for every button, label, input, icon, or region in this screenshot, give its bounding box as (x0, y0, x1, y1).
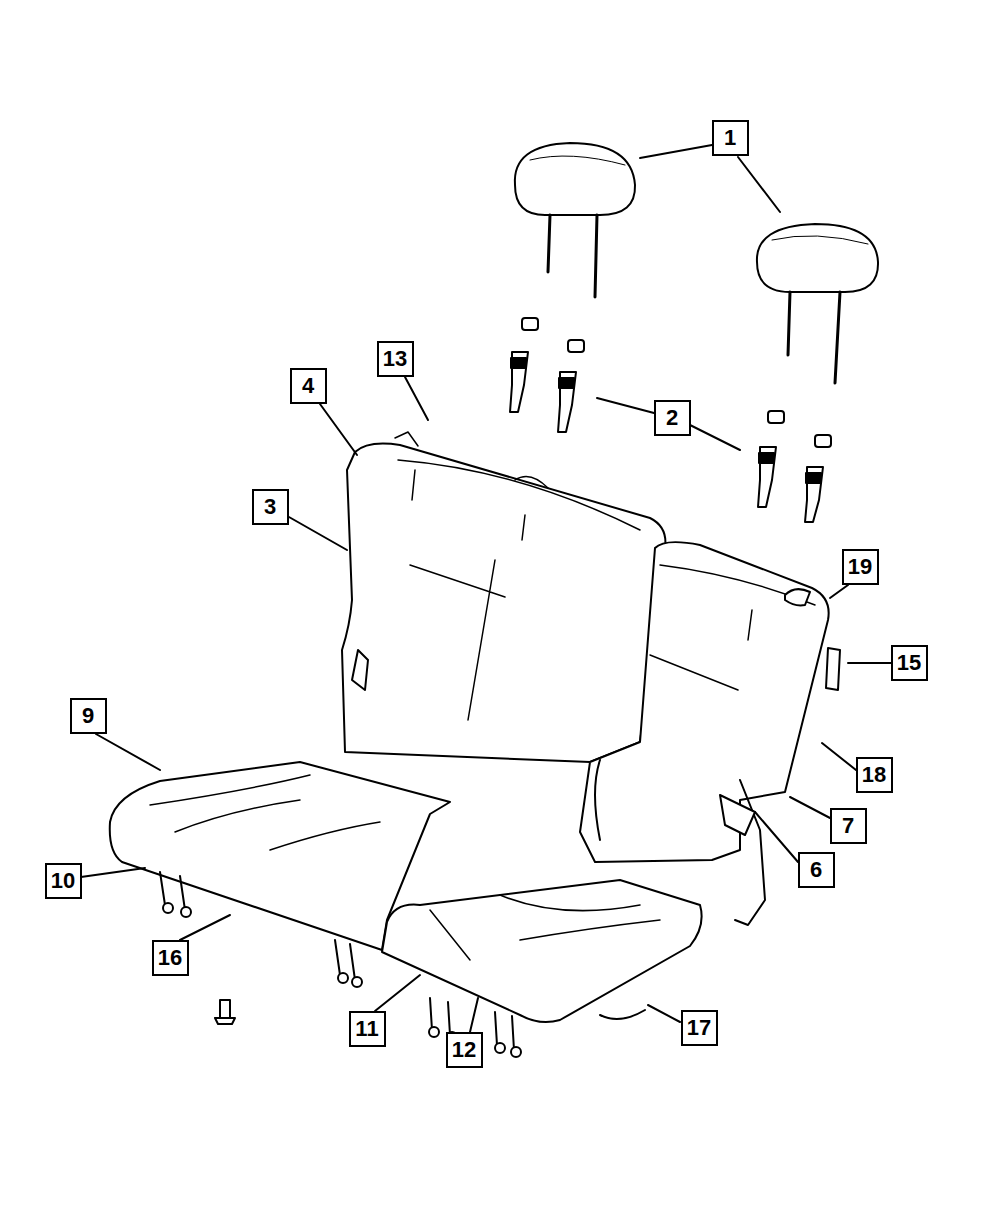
belt-buckle (352, 650, 368, 690)
headrest-post (835, 292, 840, 383)
callout-number: 18 (856, 757, 893, 793)
seat-back-left (342, 444, 665, 762)
leader-lines (81, 145, 891, 1032)
callout-number: 11 (349, 1011, 386, 1047)
callout-number: 3 (252, 489, 289, 525)
cushion-seams (150, 775, 380, 850)
callout-number: 19 (842, 549, 879, 585)
callout-number: 13 (377, 341, 414, 377)
callout-number: 2 (654, 400, 691, 436)
callout-number: 10 (45, 863, 82, 899)
headrest (515, 143, 635, 215)
callout-number: 6 (798, 852, 835, 888)
seat-back-latch (395, 432, 548, 488)
recliner-lever (720, 795, 755, 835)
seat-latches (160, 872, 521, 1057)
fastener (215, 1000, 235, 1024)
callout-number: 17 (681, 1010, 718, 1046)
callout-number: 7 (830, 808, 867, 844)
seat-belt-guide (785, 589, 810, 605)
callout-number: 16 (152, 940, 189, 976)
seat-back-seams (398, 460, 640, 720)
cushion-seams (430, 895, 660, 960)
headrest-post (595, 215, 597, 297)
callout-number: 9 (70, 698, 107, 734)
callout-number: 15 (891, 645, 928, 681)
hinge-cover (826, 648, 840, 690)
headrest-seam (530, 156, 625, 165)
seat-back-seams (650, 565, 815, 690)
callout-number: 12 (446, 1032, 483, 1068)
callout-number: 1 (712, 120, 749, 156)
headrest-post (788, 292, 790, 355)
cushion-foot (600, 1010, 645, 1019)
headrest-post (548, 215, 550, 272)
headrest (757, 224, 878, 292)
callout-number: 4 (290, 368, 327, 404)
seat-back-right (580, 542, 829, 862)
headrest-seam (772, 236, 868, 244)
